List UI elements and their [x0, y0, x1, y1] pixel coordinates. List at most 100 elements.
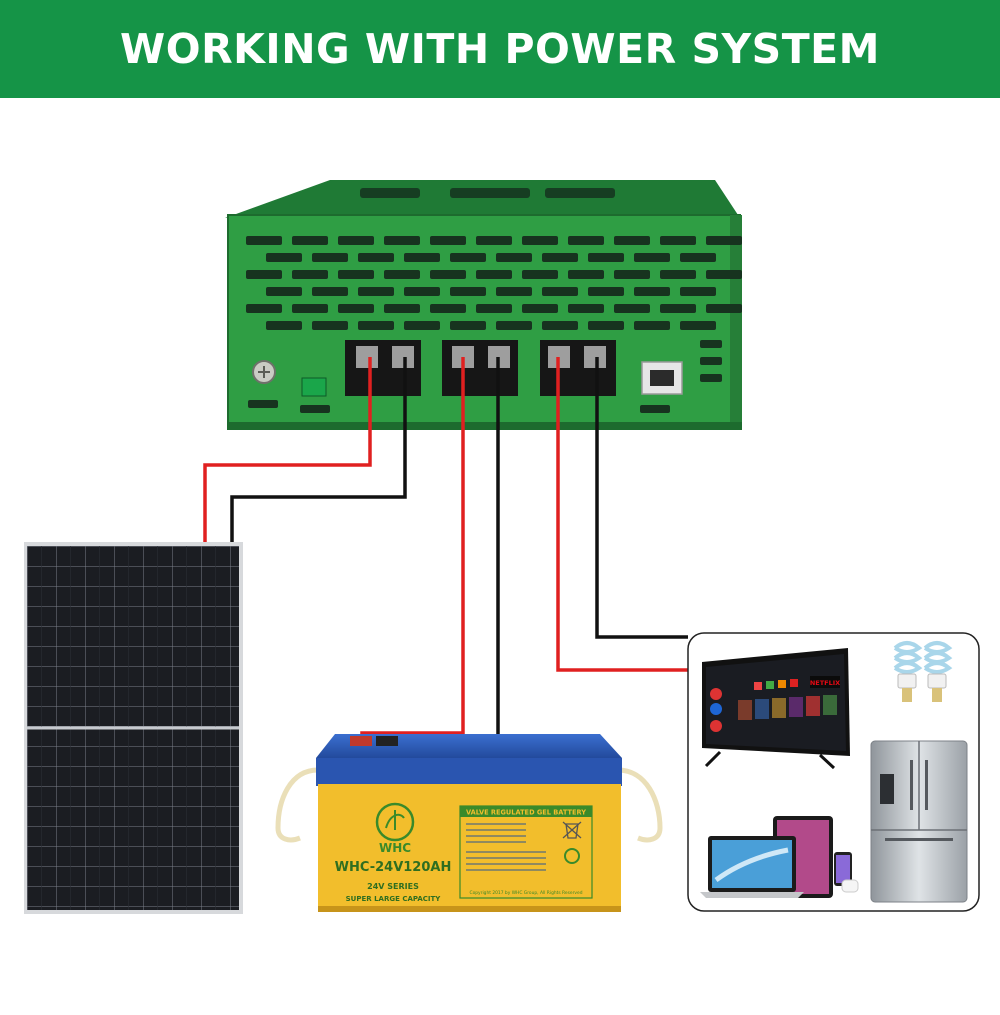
tv-app-icon [710, 688, 722, 700]
controller-vent-slot [312, 287, 348, 296]
controller-vent-slot [568, 304, 604, 313]
controller-vent-slot [634, 321, 670, 330]
battery-negative-post [376, 736, 398, 746]
tv-stand [704, 750, 836, 770]
whc-logo-leaf [385, 810, 405, 830]
whc-logo-icon [375, 802, 415, 842]
controller-vents [246, 236, 742, 413]
controller-vent-slot [384, 236, 420, 245]
controller-vent-slot [542, 321, 578, 330]
controller-vent-slot [266, 287, 302, 296]
controller-top-slot [450, 188, 530, 198]
battery-handle-rope [617, 767, 663, 843]
tv-app-icon [710, 720, 722, 732]
tv-poster [738, 700, 752, 720]
load-negative-wire [595, 357, 688, 639]
controller-vent-slot [248, 400, 278, 408]
controller-vent-slot [312, 253, 348, 262]
controller-vent-slot [542, 287, 578, 296]
cfl-bulb-base [897, 673, 917, 689]
fridge-handle [925, 760, 928, 810]
controller-vent-slot [266, 321, 302, 330]
battery-case-shadow [318, 906, 621, 912]
controller-vent-slot [706, 304, 742, 313]
controller-vent-slot [246, 304, 282, 313]
controller-vent-slot [292, 270, 328, 279]
tv-poster [772, 698, 786, 718]
controller-vent-slot [588, 253, 624, 262]
tv-poster [823, 695, 837, 715]
cfl-bulb-socket [932, 688, 942, 702]
tv-poster [789, 697, 803, 717]
rj45-port-socket [650, 370, 674, 386]
controller-vent-slot [404, 253, 440, 262]
controller-vent-slot [680, 287, 716, 296]
controller-vent-slot [700, 374, 722, 382]
battery-logo-text: WHC [379, 841, 411, 855]
controller-vent-slot [338, 270, 374, 279]
controller-vent-slot [700, 340, 722, 348]
title-banner: WORKING WITH POWER SYSTEM [0, 0, 1000, 98]
pv-positive-wire [203, 357, 372, 542]
controller-vent-slot [292, 304, 328, 313]
controller-vent-slot [496, 321, 532, 330]
controller-vent-slot [430, 304, 466, 313]
smart-tv: NETFLIX [702, 648, 850, 770]
controller-vent-slot [300, 405, 330, 413]
controller-vent-slot [338, 236, 374, 245]
tv-app-icon [710, 703, 722, 715]
tv-app-tile [778, 680, 786, 688]
tv-poster [806, 696, 820, 716]
laptop-base [700, 892, 804, 898]
battery-spec-lines [466, 823, 546, 871]
controller-vent-slot [634, 287, 670, 296]
controller-vent-slot [614, 236, 650, 245]
tv-netflix-tile [810, 676, 840, 688]
smartphone-screen [836, 855, 850, 883]
battery-model: WHC-24V120AH [335, 860, 452, 875]
controller-vent-slot [568, 236, 604, 245]
pv-negative-terminal [392, 346, 414, 368]
controller-vent-slot [496, 287, 532, 296]
battery-capacity-line: SUPER LARGE CAPACITY [346, 895, 442, 903]
controller-top [225, 180, 740, 218]
battery-handle-rope [275, 767, 319, 843]
controller-vent-slot [614, 304, 650, 313]
cfl-bulbs [893, 641, 953, 702]
controller-vent-slot [522, 270, 558, 279]
fridge-handle [910, 760, 913, 810]
controller-vent-slot [660, 304, 696, 313]
controller-vent-slot [358, 287, 394, 296]
controller-vent-slot [542, 253, 578, 262]
controller-vent-slot [384, 304, 420, 313]
charge-controller [225, 180, 742, 430]
load-positive-wire [556, 357, 688, 672]
battery-case [318, 784, 621, 912]
no-dispose-icon [562, 821, 582, 839]
devices [700, 816, 859, 898]
pv-positive-terminal [356, 346, 378, 368]
cfl-bulb-socket [902, 688, 912, 702]
controller-vent-slot [522, 304, 558, 313]
controller-vent-slot [634, 253, 670, 262]
tv-app-tile [754, 682, 762, 690]
controller-vent-slot [246, 236, 282, 245]
battery-lid-band [316, 758, 622, 786]
controller-vent-slot [660, 270, 696, 279]
controller-vent-slot [450, 287, 486, 296]
battery-series: 24V SERIES [367, 882, 419, 891]
signal-connector [301, 377, 327, 397]
controller-vent-slot [338, 304, 374, 313]
controller-vent-slot [292, 236, 328, 245]
controller-vent-slot [588, 321, 624, 330]
fridge-dispenser [880, 774, 894, 804]
controller-vent-slot [680, 321, 716, 330]
controller-vent-slot [568, 270, 604, 279]
controller-vent-slot [266, 253, 302, 262]
controller-vent-slot [700, 357, 722, 365]
load-negative-terminal [584, 346, 606, 368]
controller-base [228, 422, 742, 430]
gel-battery: WHC WHC-24V120AH 24V SERIES SUPER LARGE … [275, 734, 663, 912]
controller-vent-slot [476, 270, 512, 279]
controller-top-slot [545, 188, 615, 198]
